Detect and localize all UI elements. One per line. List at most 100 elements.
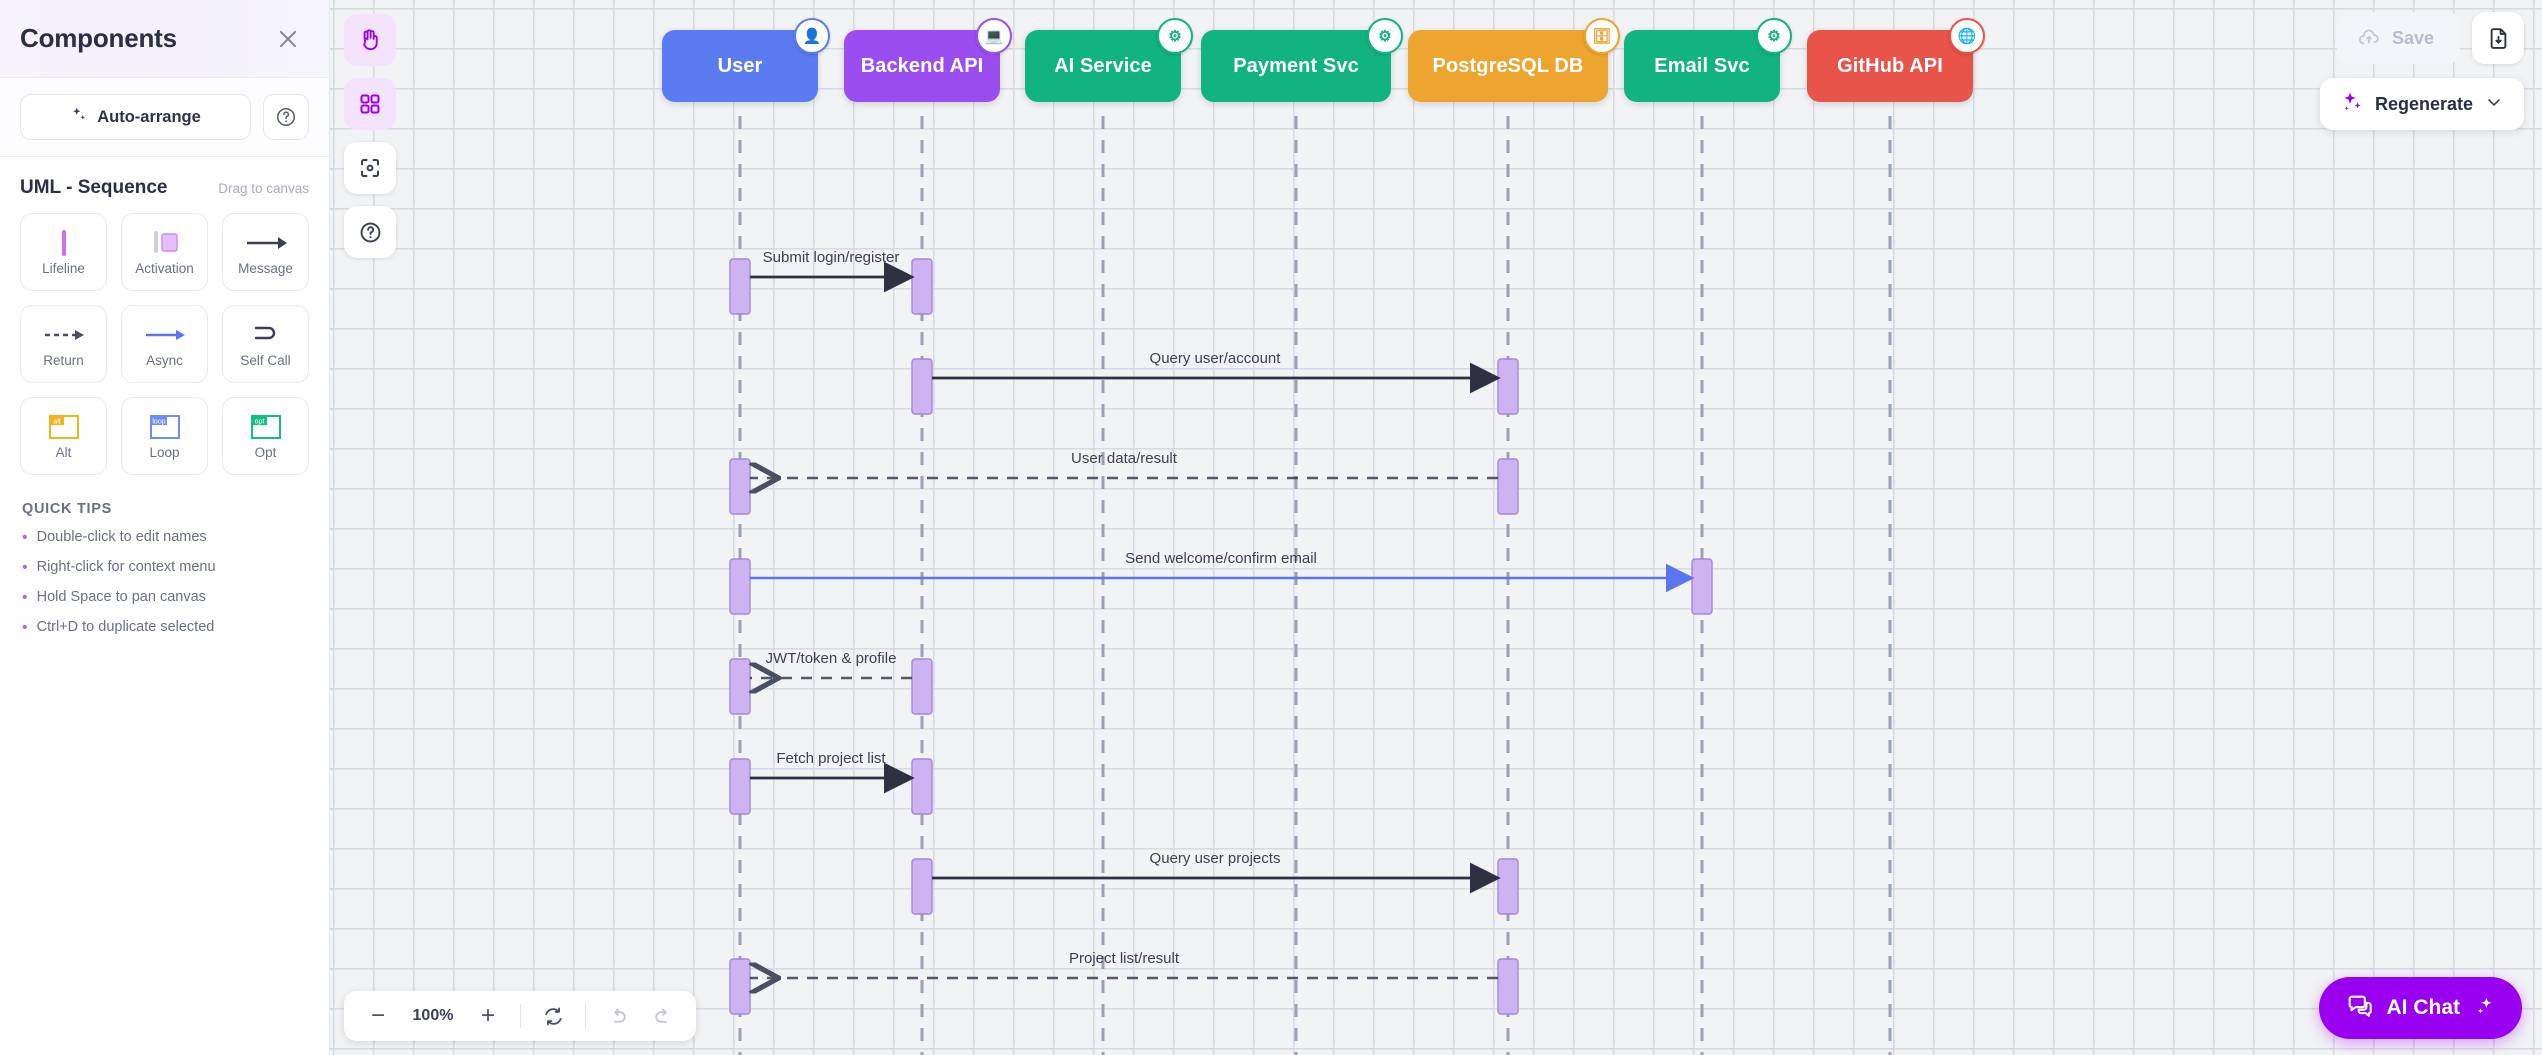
participant-node[interactable]: Payment Svc⚙ [1201,18,1403,102]
zoom-controls: − 100% + [344,991,696,1041]
quick-tip-item: • Right-click for context menu [22,559,309,576]
activation-bar[interactable] [1497,958,1519,1015]
chat-bubble-icon [2345,992,2373,1025]
quick-tip-text: Ctrl+D to duplicate selected [36,619,215,635]
palette-drag-hint: Drag to canvas [218,181,309,196]
divider [520,1004,521,1028]
activation-bar[interactable] [729,458,751,515]
activation-bar[interactable] [911,358,933,415]
fit-to-view-tool-button[interactable] [344,142,396,194]
palette-item-alt[interactable]: alt Alt [20,397,107,475]
activation-bar[interactable] [1497,458,1519,515]
bullet-icon: • [22,589,28,606]
activation-bar[interactable] [911,258,933,315]
quick-tip-item: • Ctrl+D to duplicate selected [22,619,309,636]
participant-node[interactable]: Backend API💻 [844,18,1012,102]
activation-bar[interactable] [729,658,751,715]
participant-label: AI Service [1054,54,1152,77]
redo-button[interactable] [642,996,682,1036]
participant-node[interactable]: User 👤 [662,18,830,102]
message-label[interactable]: Send welcome/confirm email [1125,550,1317,567]
participant-node[interactable]: PostgreSQL DB🗄 [1408,18,1620,102]
activation-bar[interactable] [911,858,933,915]
question-mark-icon [360,222,380,242]
participant-label: Backend API [860,54,984,77]
palette-item-label: Lifeline [42,261,85,277]
auto-arrange-button[interactable]: Auto-arrange [20,94,251,140]
hand-pan-tool-button[interactable] [344,14,396,66]
participant-node[interactable]: AI Service⚙ [1025,18,1193,102]
palette-section-title: UML - Sequence [20,177,168,198]
palette-item-return[interactable]: Return [20,305,107,383]
quick-tip-text: Double-click to edit names [36,529,207,545]
palette-item-activation[interactable]: Activation [121,213,208,291]
activation-bar[interactable] [1497,358,1519,415]
reset-view-button[interactable] [533,996,573,1036]
canvas-grid [330,0,2542,1055]
person-icon: 👤 [794,18,830,54]
chevron-down-icon[interactable] [2484,92,2504,117]
message-label[interactable]: Query user projects [1149,850,1281,867]
components-panel-header: Components [0,0,329,78]
palette-item-message[interactable]: Message [222,213,309,291]
zoom-out-button[interactable]: − [370,1002,385,1029]
quick-tips-heading: QUICK TIPS [22,501,112,517]
ai-chat-label: AI Chat [2386,996,2461,1019]
export-button[interactable] [2472,12,2524,64]
async-arrow-icon [143,320,187,350]
palette-item-self-call[interactable]: Self Call [222,305,309,383]
laptop-icon: 💻 [976,18,1012,54]
palette-item-label: Activation [135,261,194,277]
zoom-level-label[interactable]: 100% [412,1007,454,1024]
diagram-canvas[interactable]: User👤Backend API💻AI Service⚙Payment Svc⚙… [330,0,2542,1055]
activation-bar[interactable] [729,958,751,1015]
palette-item-loop[interactable]: loop Loop [121,397,208,475]
activation-bar[interactable] [911,758,933,815]
sparkle-icon [2474,995,2496,1022]
activation-bar[interactable] [1691,558,1713,615]
message-label[interactable]: Submit login/register [762,249,900,266]
palette-section-header: UML - Sequence Drag to canvas [20,177,309,199]
panel-actions: Auto-arrange [0,78,329,157]
message-label[interactable]: Project list/result [1068,950,1180,967]
palette-item-opt[interactable]: opt Opt [222,397,309,475]
panel-help-button[interactable] [263,94,309,140]
activation-bar[interactable] [729,758,751,815]
message-label[interactable]: Query user/account [1149,350,1281,367]
participant-label: User [717,54,763,77]
undo-arrow-icon [613,1008,626,1023]
bullet-icon: • [22,529,28,546]
focus-frame-icon [361,159,379,177]
refresh-icon [544,1007,562,1025]
regenerate-button[interactable]: Regenerate [2319,78,2524,130]
canvas-toolbar [344,14,396,258]
participant-node[interactable]: GitHub API🌐 [1807,18,1985,102]
palette-item-label: Loop [149,445,180,461]
activation-bar[interactable] [729,258,751,315]
components-tool-button[interactable] [344,78,396,130]
file-download-icon [2490,27,2506,49]
save-button[interactable]: Save [2336,12,2460,64]
activation-bar[interactable] [1497,858,1519,915]
loop-fragment-icon: loop [148,412,182,442]
message-label[interactable]: User data/result [1071,450,1177,467]
lifeline-icon [49,228,79,258]
message-label[interactable]: Fetch project list [776,750,886,767]
palette-item-async[interactable]: Async [121,305,208,383]
activation-bar[interactable] [911,658,933,715]
message-label[interactable]: JWT/token & profile [765,650,897,667]
close-icon[interactable] [273,24,303,54]
question-mark-icon [276,107,296,127]
auto-arrange-label: Auto-arrange [97,107,201,126]
ai-chat-button[interactable]: AI Chat [2318,977,2522,1039]
participant-node[interactable]: Email Svc⚙ [1624,18,1792,102]
undo-button[interactable] [598,996,638,1036]
bullet-icon: • [22,619,28,636]
activation-bar[interactable] [729,558,751,615]
participant-label: Payment Svc [1233,54,1359,77]
divider [585,1004,586,1028]
canvas-help-button[interactable] [344,206,396,258]
zoom-in-button[interactable]: + [480,1002,495,1029]
palette-item-lifeline[interactable]: Lifeline [20,213,107,291]
page-title: Components [20,23,177,53]
